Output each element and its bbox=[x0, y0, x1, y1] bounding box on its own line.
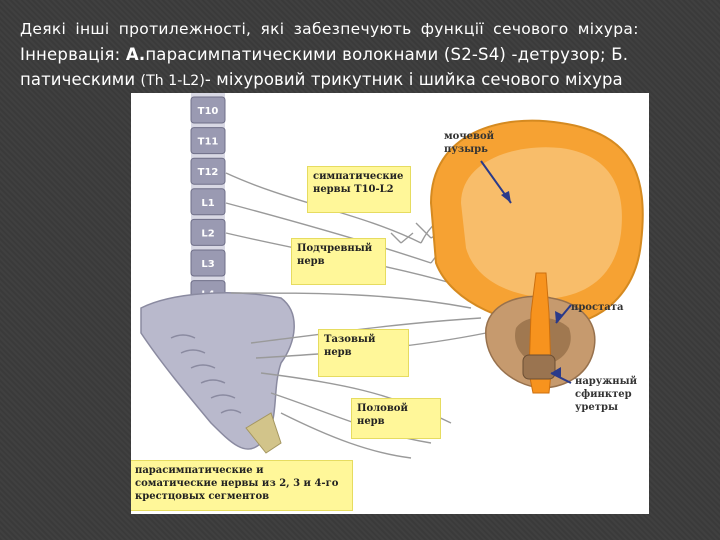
header-line-1: Деякі інші протилежності, які забезпечую… bbox=[20, 20, 639, 38]
header-line-2: Іннервація: А.парасимпатическими волокна… bbox=[20, 45, 628, 64]
label-pudendal-nerve: Половой нерв bbox=[351, 398, 441, 439]
label-prostate: простата bbox=[571, 301, 623, 314]
label-bladder: мочевой пузырь bbox=[444, 130, 514, 156]
header-line-3: патическими (Th 1-L2)- міхуровий трикутн… bbox=[20, 70, 623, 89]
vertebra-label-t12: T12 bbox=[198, 167, 219, 178]
point-a-marker: А. bbox=[126, 45, 145, 64]
label-external-sphincter: наружный сфинктер уретры bbox=[575, 375, 649, 414]
vertebra-label-t11: T11 bbox=[198, 137, 219, 148]
parasympathetic-text: парасимпатическими волокнами (S2-S4) -де… bbox=[145, 45, 628, 64]
header-line-1-text: Деякі інші протилежності, які забезпечую… bbox=[20, 20, 639, 38]
sympathetic-text: патическими bbox=[20, 70, 141, 89]
innervation-label: Іннервація: bbox=[20, 45, 126, 64]
vertebra-label-l3: L3 bbox=[201, 259, 214, 270]
label-pelvic-nerve: Тазовый нерв bbox=[318, 329, 409, 377]
segment-range-text: (Th 1-L2) bbox=[141, 73, 205, 89]
label-parasympathetic-nerves: парасимпатические и соматические нервы и… bbox=[131, 460, 353, 511]
label-hypogastric-nerve: Подчревный нерв bbox=[291, 238, 386, 285]
label-sympathetic-nerves: симпатические нервы Т10-L2 bbox=[307, 166, 411, 213]
external-sphincter bbox=[523, 355, 555, 379]
vertebra-label-l2: L2 bbox=[201, 228, 214, 239]
vertebra-label-l1: L1 bbox=[201, 198, 214, 209]
vertebra-label-t10: T10 bbox=[198, 106, 219, 117]
bladder-innervation-figure: T10T11T12L1L2L3L4L5 bbox=[131, 93, 649, 514]
bladder-neck-text: - міхуровий трикутник і шийка сечового м… bbox=[205, 70, 623, 89]
